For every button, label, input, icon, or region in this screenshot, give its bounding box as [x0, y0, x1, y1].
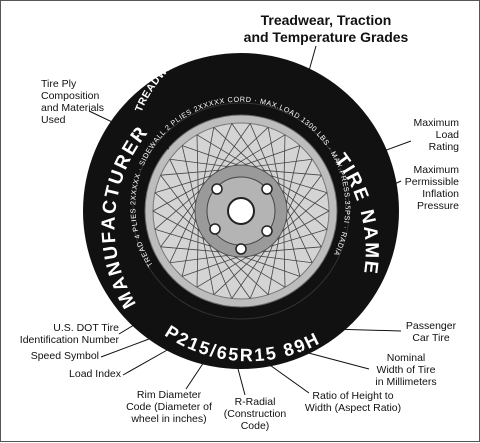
lug-nut [209, 223, 221, 235]
svg-text:Nominal: Nominal [387, 352, 426, 364]
svg-text:(Construction: (Construction [224, 408, 287, 420]
dot-leader [118, 292, 188, 335]
svg-text:Width of Tire: Width of Tire [377, 364, 436, 376]
wheel-rim [144, 114, 338, 308]
svg-text:R-Radial: R-Radial [235, 396, 276, 408]
radial-label: R-Radial (Construction Code) [224, 396, 287, 432]
svg-text:Inflation: Inflation [422, 188, 459, 200]
svg-text:U.S. DOT Tire: U.S. DOT Tire [53, 322, 119, 334]
svg-text:Maximum: Maximum [413, 117, 459, 129]
tire-ply-leader [88, 110, 170, 150]
title-leader [300, 45, 317, 100]
rim-diameter-label: Rim Diameter Code (Diameter of wheel in … [126, 389, 212, 425]
svg-text:Identification Number: Identification Number [20, 334, 120, 346]
radial-leader [236, 364, 246, 396]
svg-text:Code (Diameter of: Code (Diameter of [126, 401, 212, 413]
passenger-label: Passenger Car Tire [406, 320, 457, 344]
tire-sidewall-ring [132, 102, 350, 320]
title-line-2: and Temperature Grades [244, 29, 409, 45]
center-bore [227, 197, 255, 225]
max-load-label: Maximum Load Rating [413, 117, 459, 153]
speed-leader [100, 338, 150, 358]
load-index-label: Load Index [69, 368, 122, 380]
max-pressure-label: Maximum Permissible Inflation Pressure [405, 164, 460, 212]
svg-text:Car Tire: Car Tire [412, 332, 450, 344]
lug-nut [235, 243, 247, 255]
passenger-leader [330, 328, 402, 332]
svg-text:Rim Diameter: Rim Diameter [137, 389, 202, 401]
aspect-leader [266, 362, 310, 394]
nominal-width-label: Nominal Width of Tire in Millimeters [375, 352, 436, 388]
lug-nut [261, 183, 273, 195]
aspect-ratio-label: Ratio of Height to Width (Aspect Ratio) [305, 390, 401, 414]
speed-symbol-label: Speed Symbol [31, 350, 99, 362]
max-load-leader [328, 140, 412, 172]
load-index-leader [122, 348, 170, 376]
svg-text:Used: Used [41, 114, 66, 126]
svg-text:Tire Ply: Tire Ply [41, 78, 77, 90]
svg-text:Composition: Composition [41, 90, 100, 102]
svg-text:Maximum: Maximum [413, 164, 459, 176]
svg-text:Ratio of Height to: Ratio of Height to [312, 390, 393, 402]
dot-label: U.S. DOT Tire Identification Number [20, 322, 120, 346]
svg-text:Pressure: Pressure [417, 200, 459, 212]
width-leader [300, 350, 370, 370]
svg-text:Code): Code) [241, 420, 270, 432]
svg-text:in Millimeters: in Millimeters [375, 376, 436, 388]
title-line-1: Treadwear, Traction [261, 12, 392, 28]
svg-text:and Materials: and Materials [41, 102, 104, 114]
svg-text:Rating: Rating [429, 141, 460, 153]
rim-leader [185, 358, 207, 390]
svg-text:Passenger: Passenger [406, 320, 457, 332]
lug-nut [261, 225, 273, 237]
svg-text:Load: Load [436, 129, 460, 141]
svg-text:Width (Aspect Ratio): Width (Aspect Ratio) [305, 402, 401, 414]
lug-nut [211, 183, 223, 195]
svg-text:wheel in inches): wheel in inches) [130, 413, 206, 425]
tire-ply-label: Tire Ply Composition and Materials Used [41, 78, 104, 126]
svg-text:Permissible: Permissible [405, 176, 459, 188]
max-pressure-leader [340, 180, 402, 210]
